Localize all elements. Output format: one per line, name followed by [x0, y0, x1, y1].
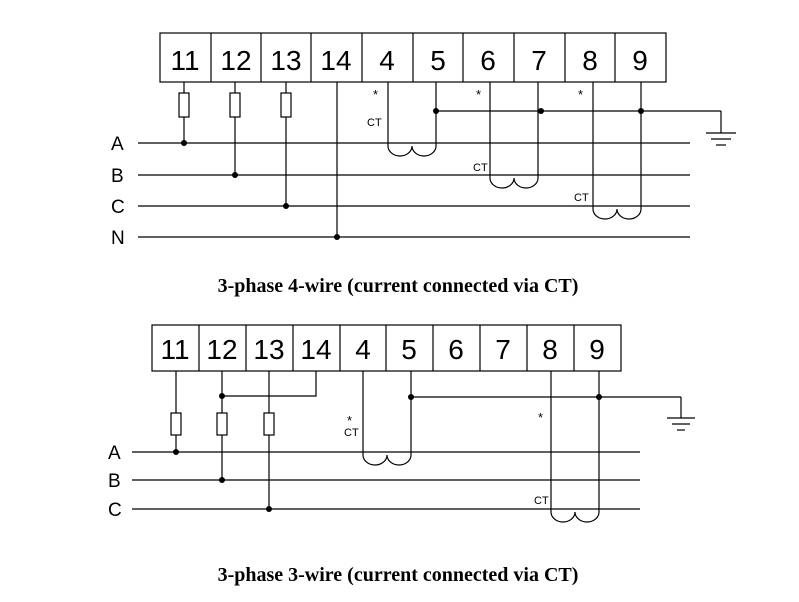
fuse-11	[178, 92, 190, 118]
terminal-12: 12	[206, 334, 237, 365]
terminal-14: 14	[300, 334, 331, 365]
line-label-b: B	[108, 471, 121, 492]
fuse-11	[170, 412, 182, 436]
polarity-mark: *	[373, 87, 378, 102]
junction-dot	[173, 449, 179, 455]
fuse-13	[280, 92, 292, 118]
terminal-13: 13	[270, 45, 301, 76]
terminal-4: 4	[379, 45, 395, 76]
fuse-12	[216, 412, 228, 436]
terminal-5: 5	[401, 334, 417, 365]
junction-dot	[219, 477, 225, 483]
terminal-5: 5	[430, 45, 446, 76]
ct-label-b: CT	[473, 162, 488, 174]
junction-dot	[408, 394, 414, 400]
line-label-c: C	[111, 197, 125, 218]
junction-dot	[538, 108, 544, 114]
ct-label-c: CT	[574, 192, 589, 204]
terminal-6: 6	[448, 334, 464, 365]
terminal-block-1: 11 12 13 14 4 5 6 7 8 9	[159, 32, 667, 83]
junction-dot	[638, 108, 644, 114]
bus-lines-1: A B C N	[111, 134, 690, 249]
junction-dot	[433, 108, 439, 114]
terminal-7: 7	[495, 334, 511, 365]
ground-icon	[667, 397, 695, 431]
line-label-c: C	[108, 500, 122, 521]
line-label-a: A	[111, 134, 124, 155]
diagram-3p3w: 11 12 13 14 4 5 6 7 8 9 A B C	[108, 324, 695, 586]
ct-wiring-2: * CT * CT	[344, 371, 695, 523]
terminal-11: 11	[170, 45, 199, 76]
bus-lines-2: A B C	[108, 443, 640, 521]
terminal-9: 9	[632, 45, 648, 76]
caption-3p4w: 3-phase 4-wire (current connected via CT…	[218, 275, 579, 297]
fuse-12	[229, 92, 241, 118]
polarity-mark: *	[347, 413, 352, 428]
line-label-a: A	[108, 443, 121, 464]
ct-label-c: CT	[534, 495, 549, 507]
terminal-11: 11	[160, 334, 189, 365]
polarity-mark: *	[578, 87, 583, 102]
terminal-6: 6	[480, 45, 496, 76]
terminal-block-2: 11 12 13 14 4 5 6 7 8 9	[151, 324, 622, 372]
ct-wiring-1: * CT * CT * CT	[367, 82, 736, 220]
line-label-b: B	[111, 166, 124, 187]
junction-dot	[232, 172, 238, 178]
terminal-4: 4	[355, 334, 371, 365]
fuse-13	[263, 412, 275, 436]
ground-icon	[706, 111, 736, 146]
diagram-3p4w: 11 12 13 14 4 5 6 7 8 9 A B C N	[111, 32, 736, 297]
junction-dot	[181, 140, 187, 146]
ct-label-a: CT	[367, 117, 382, 129]
voltage-wiring-2	[170, 371, 317, 512]
terminal-13: 13	[253, 334, 284, 365]
terminal-14: 14	[320, 45, 351, 76]
terminal-8: 8	[542, 334, 558, 365]
terminal-8: 8	[582, 45, 598, 76]
terminal-12: 12	[220, 45, 251, 76]
line-label-n: N	[111, 228, 125, 249]
junction-dot	[266, 506, 272, 512]
terminal-7: 7	[531, 45, 547, 76]
junction-dot	[334, 234, 340, 240]
polarity-mark: *	[538, 410, 543, 425]
voltage-wiring-1	[178, 82, 340, 240]
caption-3p3w: 3-phase 3-wire (current connected via CT…	[218, 564, 579, 586]
terminal-9: 9	[589, 334, 605, 365]
polarity-mark: *	[476, 87, 481, 102]
junction-dot	[283, 203, 289, 209]
junction-dot	[596, 394, 602, 400]
ct-label-a: CT	[344, 427, 359, 439]
